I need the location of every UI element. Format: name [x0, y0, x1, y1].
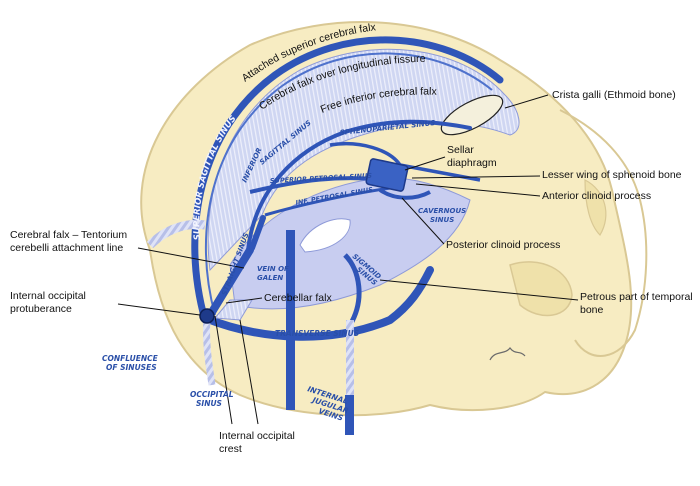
vein-of-galen-label-2: Galen: [257, 274, 283, 282]
cavernous-label-1: Cavernous: [418, 207, 466, 215]
sellar-diaphragm-label-2: diaphragm: [447, 157, 497, 169]
striped-vein-left: [146, 219, 206, 249]
petrous-label-2: bone: [580, 304, 604, 316]
posterior-clinoid-label: Posterior clinoid process: [446, 239, 561, 251]
face-outline: [559, 109, 648, 357]
superior-sagittal-sinus-inner: [204, 52, 493, 316]
confluence-of-sinuses: [199, 308, 215, 324]
internal-jugular-vein-left-lower: [286, 380, 295, 410]
transverse-sinus: [201, 266, 434, 341]
vein-of-galen: [249, 215, 266, 251]
occipital-protuberance-label-2: protuberance: [10, 303, 72, 315]
leader-lines: [117, 94, 579, 425]
tentorial-notch: [299, 218, 351, 253]
occipital-sinus-label-2: sinus: [196, 399, 222, 408]
inferior-sagittal-sinus: [246, 119, 472, 252]
internal-jugular-vein-right-lower: [345, 395, 354, 435]
confluence-label-1: Confluence: [102, 354, 159, 363]
inferior-petrosal-sinus: [264, 186, 391, 217]
orbit: [509, 261, 573, 317]
internal-jugular-vein-right: [346, 320, 354, 430]
anterior-clinoid-label: Anterior clinoid process: [542, 190, 652, 202]
falx-tentorium-label-2: cerebelli attachment line: [10, 242, 124, 254]
vein-of-galen-label-1: Vein of: [257, 265, 289, 273]
confluence-label-2: of sinuses: [106, 363, 157, 372]
straight-sinus: [208, 246, 254, 316]
occipital-crest-label-2: crest: [219, 443, 242, 455]
cerebellar-falx: [213, 299, 253, 321]
cerebral-falx: [207, 48, 520, 272]
cerebellar-falx-label: Cerebellar falx: [264, 292, 332, 304]
superior-sagittal-sinus: [191, 36, 504, 324]
occipital-crest-label-1: Internal occipital: [219, 430, 295, 442]
artist-signature: [489, 346, 526, 361]
nasal-cavity: [584, 179, 607, 236]
sellar-diaphragm-label-1: Sellar: [447, 144, 474, 156]
occipital-protuberance-label-1: Internal occipital: [10, 290, 86, 302]
crista-galli-label: Crista galli (Ethmoid bone): [552, 89, 676, 101]
internal-jugular-vein-left: [286, 230, 295, 405]
petrous-label-1: Petrous part of temporal: [580, 291, 693, 303]
sellar-diaphragm: [365, 158, 409, 192]
sigmoid-sinus: [343, 253, 362, 327]
cavernous-sinus: [378, 188, 431, 200]
transverse-sinus-label: Transverse sinus: [275, 329, 359, 338]
cavernous-label-2: sinus: [430, 216, 454, 224]
occipital-sinus: [203, 319, 216, 386]
lesser-wing-label: Lesser wing of sphenoid bone: [542, 169, 682, 181]
falx-tentorium-label-1: Cerebral falx – Tentorium: [10, 229, 128, 241]
occipital-sinus-label-1: Occipital: [190, 390, 234, 399]
